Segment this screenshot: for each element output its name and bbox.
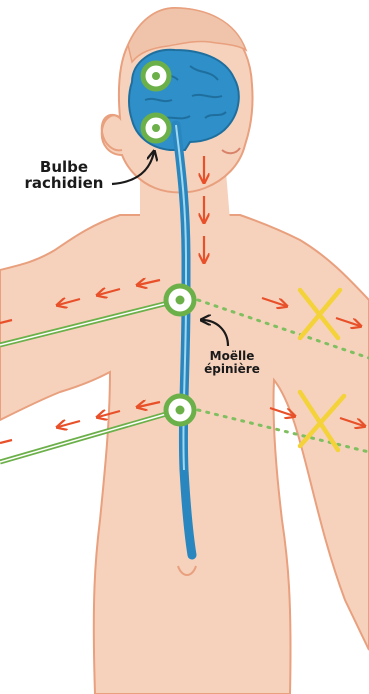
node-icon (143, 115, 169, 141)
label-moelle-epiniere: Moëlle épinière (196, 350, 268, 375)
node-icon (166, 396, 194, 424)
label-moelle-line1: Moëlle (196, 350, 268, 363)
label-moelle-line2: épinière (196, 363, 268, 376)
arrow-icon (58, 421, 80, 427)
label-bulbe-line2: rachidien (14, 176, 114, 192)
node-icon (143, 63, 169, 89)
arrow-tail-lower (0, 440, 12, 443)
label-bulbe-rachidien: Bulbe rachidien (14, 160, 114, 192)
node-icon (166, 286, 194, 314)
